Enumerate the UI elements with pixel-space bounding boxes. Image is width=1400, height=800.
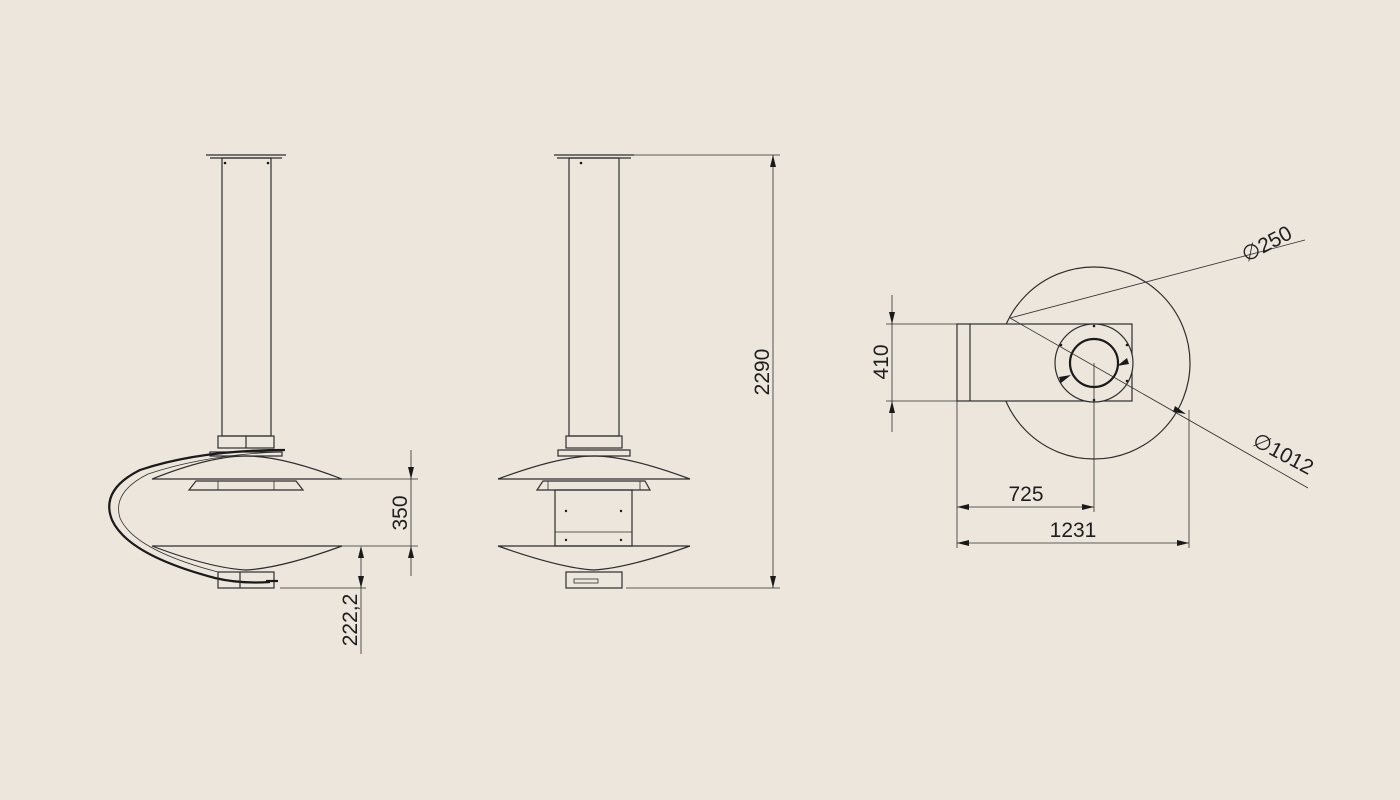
- dim-top-depth: 410: [870, 344, 893, 379]
- side-upper-hood: [497, 455, 691, 480]
- front-upper-hood: [151, 455, 343, 480]
- front-chimney-pipe: [221, 157, 272, 437]
- top-view: ∅250 ∅1012 410 725 1231: [870, 222, 1317, 548]
- dim-top-center-offset: 725: [1008, 483, 1043, 506]
- dim-top-total-width: 1231: [1050, 519, 1097, 542]
- side-chimney-pipe: [568, 157, 620, 437]
- front-view: 350 222,2: [108, 154, 418, 654]
- side-view: 2290: [497, 154, 780, 589]
- dim-body-diameter: ∅1012: [1249, 429, 1317, 480]
- front-side-arm: [108, 448, 286, 584]
- side-fire-box: [554, 489, 633, 547]
- side-base: [565, 571, 623, 589]
- side-lower-bowl: [497, 545, 691, 571]
- dim-side-total-height: 2290: [751, 349, 774, 396]
- dim-front-bowl-height: 350: [389, 495, 412, 530]
- dim-front-bottom-offset: 222,2: [339, 594, 362, 647]
- dim-flue-diameter: ∅250: [1238, 222, 1296, 267]
- front-lower-bowl: [151, 545, 343, 571]
